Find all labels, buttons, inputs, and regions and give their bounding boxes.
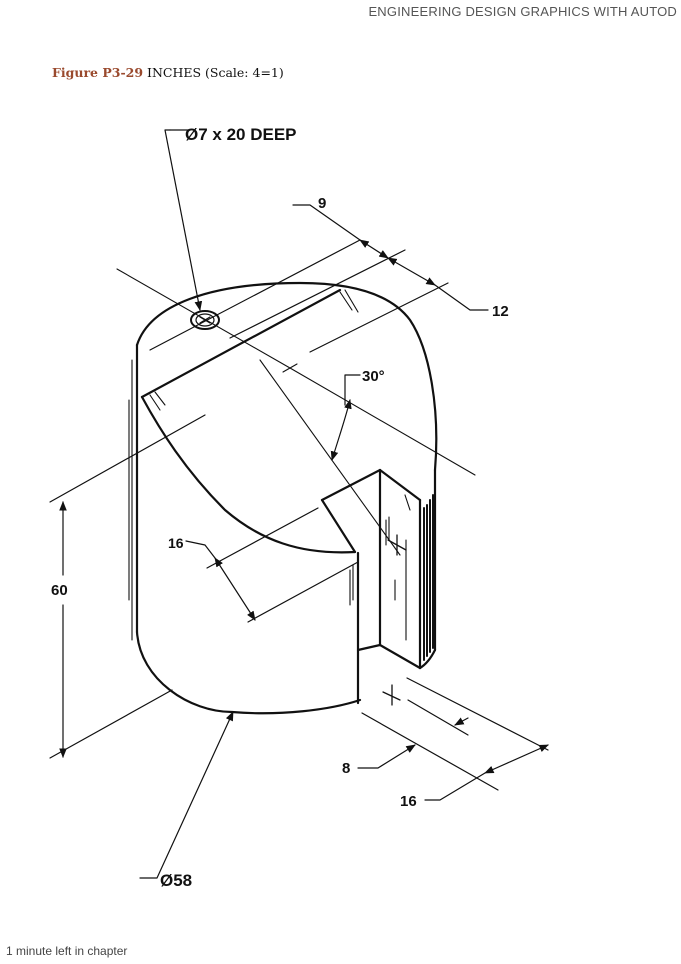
slot-shading	[423, 494, 434, 661]
hole-leader	[164, 129, 203, 311]
figure-units-scale: INCHES (Scale: 4=1)	[147, 65, 284, 80]
sloped-face-edge	[140, 395, 357, 554]
slot-floor	[378, 643, 422, 670]
dimension-lines	[49, 129, 549, 879]
hole-outline	[190, 310, 220, 330]
dim-16-label: 16	[168, 535, 184, 551]
dim-8-leader	[357, 744, 416, 769]
dim-angle-label: 30°	[362, 368, 385, 385]
slot-top-edge	[320, 468, 382, 502]
hole-inner	[195, 313, 215, 327]
finish-lines	[128, 289, 411, 641]
slot-floor-front	[356, 643, 382, 652]
dim-diameter-label: Ø58	[160, 871, 192, 890]
dim-16b-line	[484, 744, 549, 774]
hole	[190, 310, 220, 330]
reading-time-note: 1 minute left in chapter	[6, 944, 128, 958]
diameter-leader	[139, 711, 234, 879]
dim-12-line	[387, 257, 436, 286]
angle-leader	[344, 374, 361, 406]
centerline-cross	[282, 363, 298, 373]
center-lines	[116, 268, 476, 706]
dim-8-label: 8	[342, 760, 350, 777]
dim-16-leader	[185, 540, 216, 559]
slot-back-left	[320, 498, 357, 554]
dim-hole-label: Ø7 x 20 DEEP	[185, 125, 297, 144]
centerline-vertical	[259, 359, 401, 556]
cylinder-body	[135, 281, 438, 715]
figure-number: Figure P3-29	[52, 65, 144, 80]
dim-16-line	[214, 557, 256, 621]
angle-arc	[330, 399, 352, 461]
slot-center-mark	[387, 534, 407, 556]
bottom-edge	[135, 630, 362, 715]
slot-bottom-center	[382, 684, 401, 706]
dim-16b-label: 16	[400, 793, 417, 810]
dim-12-label: 12	[492, 303, 509, 320]
right-bottom-edge	[418, 648, 437, 670]
slot	[320, 468, 422, 705]
book-title-header: ENGINEERING DESIGN GRAPHICS WITH AUTOD	[368, 4, 677, 19]
top-back-edge	[135, 281, 438, 472]
dim-9-line	[292, 204, 361, 241]
figure-caption: Figure P3-29 INCHES (Scale: 4=1)	[52, 65, 284, 80]
flat-top-edge	[140, 288, 342, 399]
dim-60-label: 60	[51, 582, 68, 599]
dim-9-label: 9	[318, 195, 326, 212]
slot-right-wall-top	[378, 468, 422, 502]
